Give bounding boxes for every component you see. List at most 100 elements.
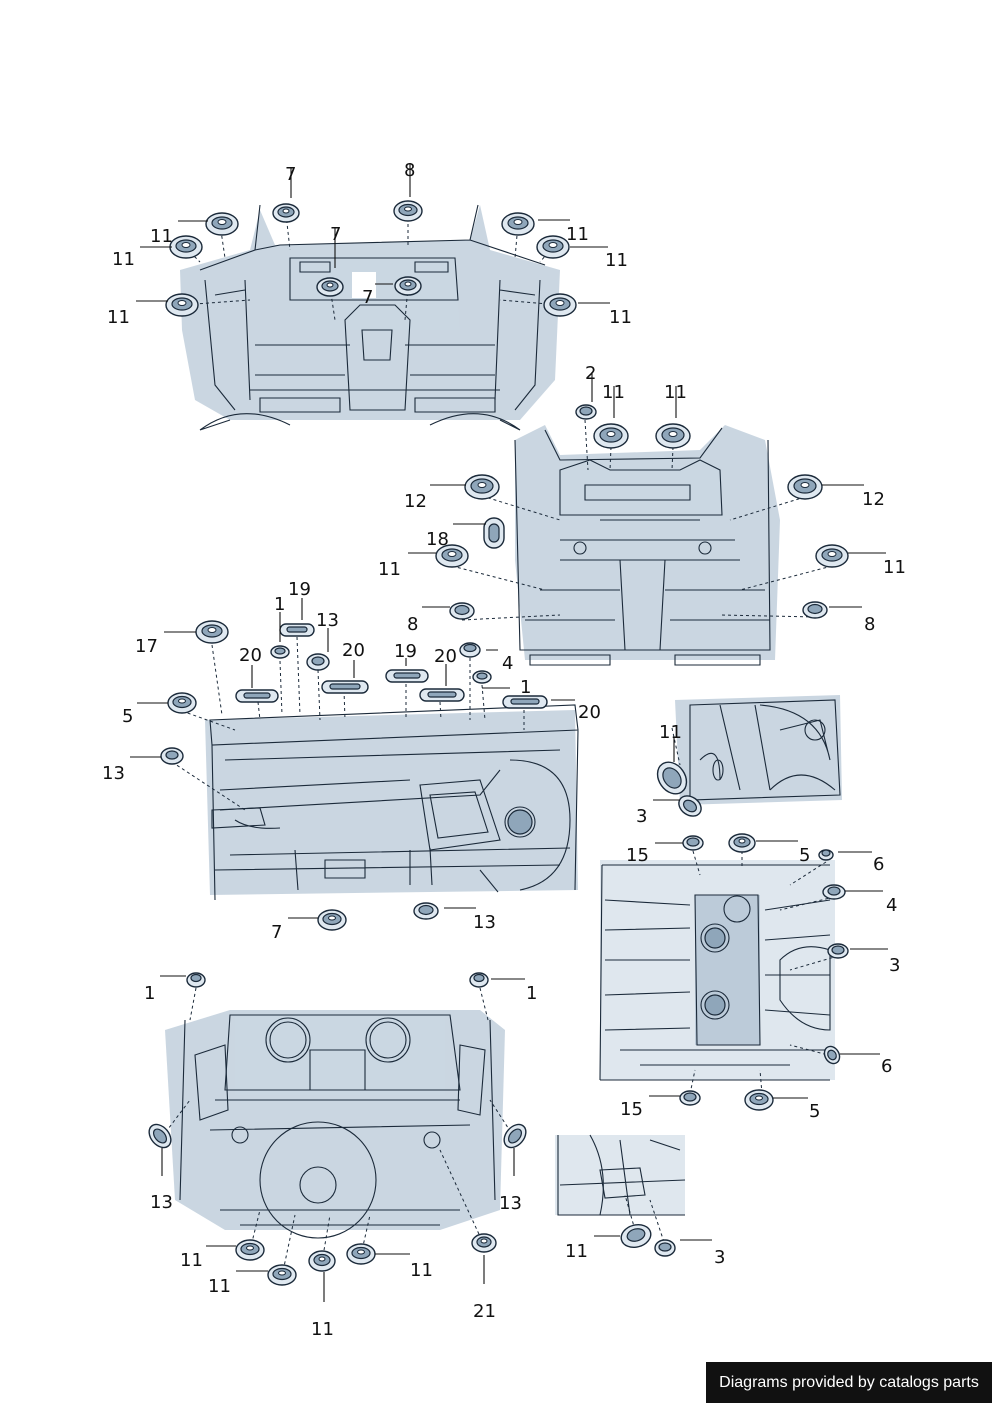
callout-labels: 7 8 7 7 11 11 11 11 11 11 2 11 11 12 12 …: [102, 160, 906, 1340]
grommet: [655, 423, 691, 449]
grommet: [317, 909, 347, 931]
callout-21: 21: [473, 1301, 496, 1322]
grommet: [543, 293, 577, 317]
view-sill-detail: [555, 1134, 686, 1243]
grommet: [195, 620, 229, 644]
grommet: [394, 276, 422, 296]
callout-11: 11: [664, 382, 687, 403]
grommet: [393, 200, 423, 222]
callout-13: 13: [499, 1193, 522, 1214]
grommet: [449, 602, 475, 620]
callout-13: 13: [473, 912, 496, 933]
callout-7: 7: [330, 224, 341, 245]
slot-plug: [235, 689, 279, 703]
callout-3: 3: [714, 1247, 725, 1268]
callout-5: 5: [799, 845, 810, 866]
grommet: [435, 544, 469, 568]
callout-12: 12: [862, 489, 885, 510]
callout-7: 7: [362, 287, 373, 308]
callout-1: 1: [274, 594, 285, 615]
callout-15: 15: [620, 1099, 643, 1120]
grommet: [575, 404, 597, 420]
callout-19: 19: [394, 641, 417, 662]
callout-2: 2: [585, 363, 596, 384]
callout-5: 5: [809, 1101, 820, 1122]
callout-20: 20: [434, 646, 457, 667]
grommet: [802, 601, 828, 619]
callout-8: 8: [407, 614, 418, 635]
callout-11: 11: [180, 1250, 203, 1271]
callout-4: 4: [886, 895, 897, 916]
slot-plug: [321, 680, 369, 694]
grommet-angled: [620, 1223, 652, 1249]
grommet: [822, 884, 846, 900]
grommet: [536, 235, 570, 259]
callout-19: 19: [288, 579, 311, 600]
callout-7: 7: [271, 922, 282, 943]
grommet: [165, 293, 199, 317]
callout-11: 11: [565, 1241, 588, 1262]
grommet: [413, 902, 439, 920]
view-underbody-rear: [599, 850, 839, 1095]
callout-11: 11: [659, 722, 682, 743]
grommet-angled: [656, 761, 688, 795]
callout-1: 1: [526, 983, 537, 1004]
leader-lines: [130, 163, 888, 1302]
callout-6: 6: [881, 1056, 892, 1077]
callout-17: 17: [135, 636, 158, 657]
callout-20: 20: [239, 645, 262, 666]
grommet-angled: [148, 1123, 172, 1149]
grommet: [682, 835, 704, 851]
callout-11: 11: [883, 557, 906, 578]
credit-text: Diagrams provided by catalogs parts: [719, 1373, 979, 1391]
plug-angled: [678, 795, 702, 817]
grommet-angled: [503, 1123, 527, 1149]
grommet: [270, 645, 290, 659]
parts: [148, 200, 849, 1286]
callout-6: 6: [873, 854, 884, 875]
cap-plug: [818, 849, 834, 861]
callout-1: 1: [520, 677, 531, 698]
grommet: [744, 1089, 774, 1111]
callout-11: 11: [566, 224, 589, 245]
grommet: [728, 833, 756, 853]
grommet: [169, 235, 203, 259]
grommet: [471, 1233, 497, 1253]
callout-11: 11: [107, 307, 130, 328]
callout-4: 4: [502, 653, 513, 674]
callout-8: 8: [864, 614, 875, 635]
view-rear-floor: [180, 204, 561, 431]
callout-20: 20: [342, 640, 365, 661]
credit-banner: Diagrams provided by catalogs parts: [706, 1362, 992, 1403]
grommet: [472, 670, 492, 684]
grommet: [316, 277, 344, 297]
view-front-floor: [451, 419, 833, 666]
grommet: [346, 1243, 376, 1265]
callout-15: 15: [626, 845, 649, 866]
slot-plug: [385, 669, 429, 683]
callout-11: 11: [609, 307, 632, 328]
callout-3: 3: [636, 806, 647, 827]
view-wheel-arch-detail: [671, 695, 842, 805]
callout-11: 11: [410, 1260, 433, 1281]
callout-1: 1: [144, 983, 155, 1004]
callout-3: 3: [889, 955, 900, 976]
callout-13: 13: [316, 610, 339, 631]
grommet: [205, 212, 239, 236]
grommet: [235, 1239, 265, 1261]
grommet: [501, 212, 535, 236]
view-side-sill: [171, 636, 579, 901]
callout-13: 13: [102, 763, 125, 784]
cap-plug-angled: [823, 1045, 841, 1065]
callout-8: 8: [404, 160, 415, 181]
callout-11: 11: [150, 226, 173, 247]
grommet: [593, 423, 629, 449]
grommet: [306, 653, 330, 671]
callout-12: 12: [404, 491, 427, 512]
grommet: [167, 692, 197, 714]
callout-18: 18: [426, 529, 449, 550]
cap-plug: [459, 642, 481, 658]
grommet: [679, 1090, 701, 1106]
callout-11: 11: [112, 249, 135, 270]
